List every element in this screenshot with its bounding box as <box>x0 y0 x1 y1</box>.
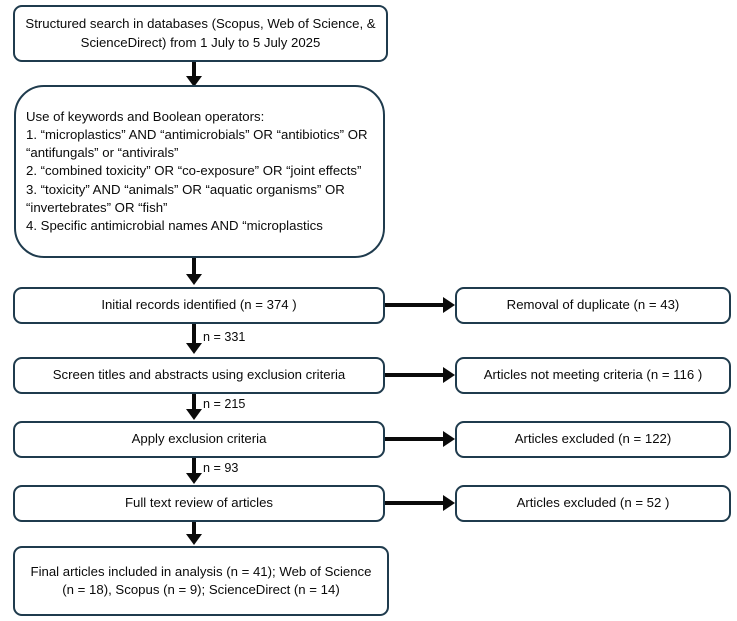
node-keywords-boolean: Use of keywords and Boolean operators: 1… <box>14 85 385 258</box>
connector-label-after-initial: n = 331 <box>203 330 246 344</box>
node-apply-exclusion-criteria: Apply exclusion criteria <box>13 421 385 458</box>
connector-apply-to-excluded122-arrowhead <box>443 431 455 447</box>
connector-label-after-apply: n = 93 <box>203 461 239 475</box>
connector-search-to-keywords-arrowhead <box>186 76 202 87</box>
connector-initial-to-duplicate-line <box>385 303 444 307</box>
node-full-text-review: Full text review of articles <box>13 485 385 522</box>
node-articles-not-meeting-criteria-label: Articles not meeting criteria (n = 116 ) <box>483 367 703 383</box>
node-final-articles-included: Final articles included in analysis (n =… <box>13 546 389 616</box>
node-articles-excluded-122: Articles excluded (n = 122) <box>455 421 731 458</box>
connector-keywords-to-initial-line <box>192 258 196 276</box>
connector-fulltext-to-final-arrowhead <box>186 534 202 545</box>
connector-apply-to-fulltext-arrowhead <box>186 473 202 484</box>
node-initial-records: Initial records identified (n = 374 ) <box>13 287 385 324</box>
node-structured-search-label: Structured search in databases (Scopus, … <box>25 16 376 50</box>
connector-screen-to-apply-line <box>192 394 196 413</box>
connector-initial-to-duplicate-arrowhead <box>443 297 455 313</box>
node-keywords-boolean-label: Use of keywords and Boolean operators: 1… <box>26 108 368 234</box>
node-articles-excluded-122-label: Articles excluded (n = 122) <box>514 431 672 447</box>
connector-apply-to-fulltext-line <box>192 458 196 477</box>
connector-keywords-to-initial-arrowhead <box>186 274 202 285</box>
node-articles-excluded-52-label: Articles excluded (n = 52 ) <box>516 495 670 511</box>
node-structured-search: Structured search in databases (Scopus, … <box>13 5 388 62</box>
connector-fulltext-to-excluded52-line <box>385 501 444 505</box>
node-removal-duplicate-label: Removal of duplicate (n = 43) <box>506 297 680 313</box>
node-full-text-review-label: Full text review of articles <box>124 495 274 511</box>
node-articles-excluded-52: Articles excluded (n = 52 ) <box>455 485 731 522</box>
connector-search-to-keywords-line <box>192 62 196 79</box>
connector-initial-to-screen-line <box>192 324 196 345</box>
connector-screen-to-notmeeting-arrowhead <box>443 367 455 383</box>
node-removal-duplicate: Removal of duplicate (n = 43) <box>455 287 731 324</box>
node-articles-not-meeting-criteria: Articles not meeting criteria (n = 116 ) <box>455 357 731 394</box>
connector-label-after-screen: n = 215 <box>203 397 246 411</box>
connector-fulltext-to-final-line <box>192 522 196 537</box>
connector-apply-to-excluded122-line <box>385 437 444 441</box>
connector-screen-to-notmeeting-line <box>385 373 444 377</box>
connector-fulltext-to-excluded52-arrowhead <box>443 495 455 511</box>
node-final-articles-included-label: Final articles included in analysis (n =… <box>30 563 372 597</box>
node-initial-records-label: Initial records identified (n = 374 ) <box>101 297 297 313</box>
node-apply-exclusion-criteria-label: Apply exclusion criteria <box>131 431 267 447</box>
node-screen-titles-label: Screen titles and abstracts using exclus… <box>52 367 346 383</box>
connector-initial-to-screen-arrowhead <box>186 343 202 354</box>
connector-screen-to-apply-arrowhead <box>186 409 202 420</box>
node-screen-titles: Screen titles and abstracts using exclus… <box>13 357 385 394</box>
